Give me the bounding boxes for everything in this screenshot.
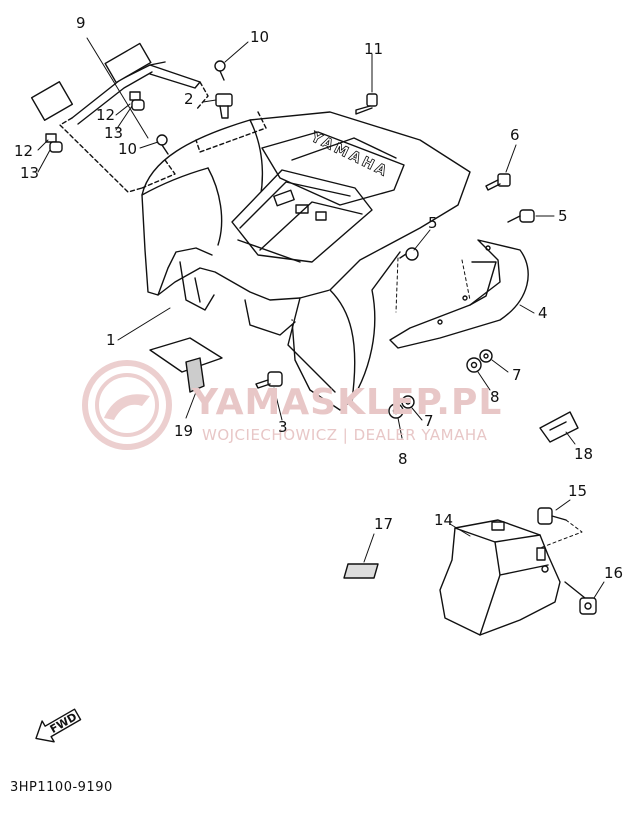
mudflap-part-4 [389, 239, 529, 349]
leader-7a [491, 359, 509, 373]
callout-13b: 13 [20, 164, 40, 182]
callout-3: 3 [278, 418, 288, 436]
leader-13b [37, 149, 51, 173]
bolt-part-6 [485, 173, 511, 191]
callout-16: 16 [604, 564, 624, 582]
damper-part-18 [539, 411, 579, 443]
callout-7a: 7 [512, 366, 522, 384]
nut-part-2 [215, 93, 233, 119]
leader-10a [224, 41, 249, 63]
strap-part-9 [30, 42, 201, 125]
fwd-arrow-icon: FWD [35, 708, 82, 743]
tool-box-part-14 [439, 519, 586, 636]
screw-part-10a [214, 60, 226, 81]
rear-fender [141, 111, 471, 411]
leader-5a [413, 229, 431, 251]
leader-12a [115, 103, 131, 116]
nut-part-8b [388, 403, 404, 419]
callout-18: 18 [574, 445, 594, 463]
pad-part-19 [149, 337, 223, 393]
callout-8b: 8 [398, 450, 408, 468]
leader-18 [565, 431, 576, 445]
callout-13a: 13 [104, 124, 124, 142]
leader-1 [117, 307, 171, 341]
callout-8a: 8 [490, 388, 500, 406]
leader-8b [397, 417, 403, 439]
leader-4 [519, 304, 535, 314]
leader-9 [86, 37, 149, 139]
callout-19: 19 [174, 422, 194, 440]
callout-7b: 7 [424, 412, 434, 430]
fwd-label: FWD [48, 710, 79, 736]
callout-1: 1 [106, 331, 116, 349]
leader-16 [593, 581, 605, 599]
callout-5b: 5 [558, 207, 568, 225]
clip-part-12-13a [129, 91, 145, 111]
leader-6 [505, 144, 517, 173]
leader-19 [185, 391, 197, 419]
callout-15: 15 [568, 482, 588, 500]
callout-4: 4 [538, 304, 548, 322]
clip-part-12-13b [45, 133, 63, 153]
bolt-part-15 [537, 507, 567, 525]
callout-5a: 5 [428, 214, 438, 232]
nut-part-8a [466, 357, 482, 373]
bolt-part-3 [255, 371, 283, 389]
screw-part-10b [156, 134, 169, 155]
bolt-part-11 [355, 93, 378, 115]
leader-8a [477, 371, 491, 391]
screw-part-5b [507, 209, 535, 223]
callout-12b: 12 [14, 142, 34, 160]
washer-part-7a [479, 349, 493, 363]
leader-2 [202, 99, 217, 103]
callout-12a: 12 [96, 106, 116, 124]
callout-10a: 10 [250, 28, 270, 46]
nut-part-16 [579, 597, 597, 615]
screw-part-5a [399, 247, 419, 261]
callout-11: 11 [364, 40, 384, 58]
seal-part-17 [343, 563, 379, 579]
leader-3 [273, 387, 283, 421]
leader-10b [139, 141, 159, 149]
callout-17: 17 [374, 515, 394, 533]
callout-6: 6 [510, 126, 520, 144]
leader-17 [363, 533, 375, 563]
diagram-code: 3HP1100-9190 [10, 780, 113, 795]
leader-13a [115, 105, 133, 131]
leader-12b [37, 139, 49, 151]
leader-14 [449, 523, 471, 537]
washer-part-7b [401, 395, 415, 409]
callout-2: 2 [184, 90, 194, 108]
callout-14: 14 [434, 511, 454, 529]
callout-9: 9 [76, 14, 86, 32]
leader-15 [555, 499, 571, 511]
leader-7b [411, 407, 423, 421]
callout-10b: 10 [118, 140, 138, 158]
